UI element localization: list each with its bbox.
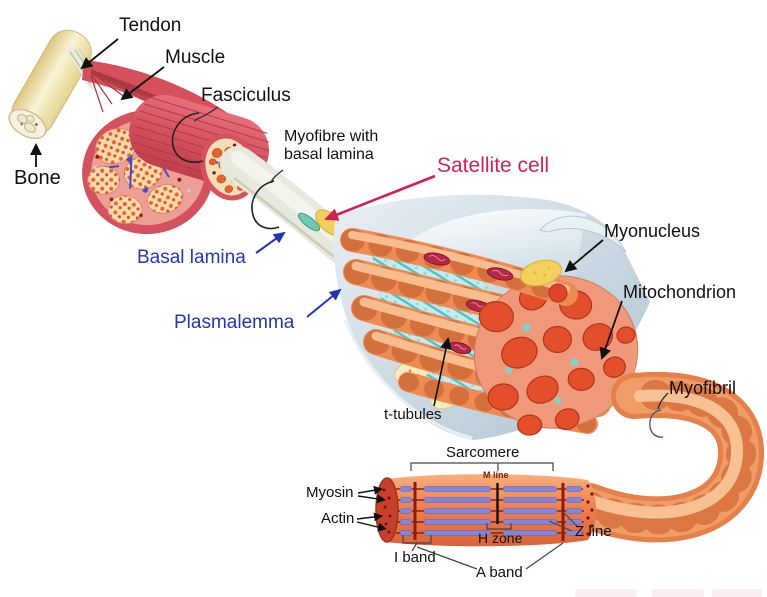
- myofibril-pointer: [657, 392, 669, 410]
- label-myosin: Myosin: [306, 484, 354, 501]
- label-actin: Actin: [321, 510, 355, 527]
- t-tubules-arrow: [433, 337, 452, 407]
- label-myonucleus: Myonucleus: [604, 221, 701, 241]
- z-line-pointer-2: [548, 520, 573, 532]
- myofibril-tube: [566, 372, 764, 543]
- label-myofibril: Myofibril: [669, 378, 737, 398]
- bone-illustration: [8, 29, 92, 140]
- callout-arrows: [30, 38, 669, 570]
- z-line-pointer-1: [560, 509, 579, 528]
- sarcomere-illustration: [375, 474, 597, 547]
- sheath-curl: [539, 215, 627, 253]
- myonucleus-arrow: [564, 239, 604, 273]
- label-satellite-cell: Satellite cell: [437, 154, 550, 177]
- label-myofibre-line2: basal lamina: [284, 146, 374, 163]
- label-basal-lamina: Basal lamina: [137, 247, 246, 268]
- label-sarcomere: Sarcomere: [446, 444, 520, 461]
- label-plasmalemma: Plasmalemma: [174, 312, 295, 333]
- label-myofibre-with-basal-lamina: Myofibre with basal lamina: [284, 128, 378, 164]
- tendon-arrow: [80, 38, 119, 70]
- label-m-line: M line: [483, 470, 509, 480]
- a-band-line-right: [525, 542, 564, 570]
- basal-lamina-arrow: [255, 231, 286, 254]
- satellite-cell-illustration: [297, 212, 321, 232]
- myonucleus-illustration: [519, 259, 568, 303]
- label-h-zone: H zone: [478, 530, 523, 546]
- mitochondrion-illustration: [423, 252, 514, 281]
- plasmalemma-arrow: [306, 288, 342, 318]
- sarcomere-bracket: [410, 462, 554, 471]
- fasciculus-ring: [171, 112, 204, 163]
- label-tendon: Tendon: [119, 15, 182, 36]
- myofibre-illustration: [220, 146, 362, 266]
- myofibre-ring: [251, 180, 280, 230]
- muscle-arrow: [120, 66, 165, 101]
- satellite-cell-arrow: [324, 174, 436, 221]
- label-fasciculus: Fasciculus: [201, 85, 291, 106]
- label-z-line: Z line: [575, 523, 612, 540]
- label-mitochondrion: Mitochondrion: [623, 282, 737, 302]
- fasciculus-pointer: [193, 106, 219, 122]
- label-muscle: Muscle: [165, 47, 226, 68]
- h-zone-bracket: [486, 523, 512, 530]
- watermark: [575, 589, 762, 597]
- myofibril-ring: [649, 409, 664, 438]
- mitochondrion-arrow: [599, 300, 623, 360]
- label-t-tubules: t-tubules: [384, 406, 442, 423]
- label-i-band: I band: [394, 549, 436, 566]
- a-band-line-left: [416, 546, 478, 570]
- label-myofibre-line1: Myofibre with: [284, 128, 379, 145]
- label-a-band: A band: [476, 564, 523, 581]
- label-bone: Bone: [14, 167, 61, 189]
